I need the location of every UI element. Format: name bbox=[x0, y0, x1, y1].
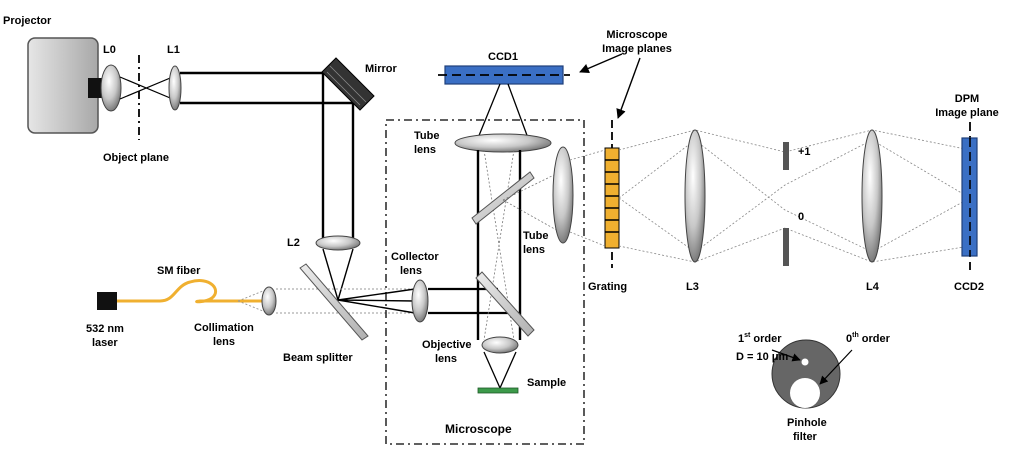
label-collimation-1: Collimation bbox=[194, 322, 254, 334]
collimation-lens bbox=[261, 286, 277, 316]
upper-beam-splitter bbox=[471, 171, 535, 225]
label-objective-1: Objective bbox=[422, 339, 472, 351]
label-l2: L2 bbox=[287, 237, 300, 249]
label-projector: Projector bbox=[3, 15, 52, 27]
label-ccd2: CCD2 bbox=[954, 281, 984, 293]
lens-l0 bbox=[100, 64, 122, 112]
label-collector-2: lens bbox=[400, 265, 422, 277]
arrow-to-image-plane bbox=[616, 57, 641, 119]
label-ccd1: CCD1 bbox=[488, 51, 518, 63]
beam-righttube-grating bbox=[569, 149, 606, 247]
pinhole-large bbox=[790, 378, 820, 408]
label-beam-splitter: Beam splitter bbox=[283, 352, 353, 364]
label-objective-2: lens bbox=[435, 353, 457, 365]
label-microscope: Microscope bbox=[445, 422, 512, 436]
label-tube-lens-right-2: lens bbox=[523, 244, 545, 256]
label-sm-fiber: SM fiber bbox=[157, 265, 201, 277]
label-tube-lens-top-1: Tube bbox=[414, 130, 439, 142]
label-mirror: Mirror bbox=[365, 63, 398, 75]
projector-lens-mount bbox=[88, 78, 102, 98]
label-pinhole-diameter: D = 10 μm bbox=[736, 351, 789, 363]
dpm-beams-1 bbox=[618, 129, 971, 153]
arrow-first-order bbox=[771, 349, 801, 362]
beam-fiber-collimation bbox=[237, 288, 269, 314]
label-dpm-2: Image plane bbox=[935, 107, 999, 119]
lens-l4 bbox=[861, 129, 883, 263]
label-l1: L1 bbox=[167, 44, 180, 56]
label-image-planes-2: Image planes bbox=[602, 43, 672, 55]
label-l4: L4 bbox=[866, 281, 880, 293]
lens-l1 bbox=[168, 65, 182, 111]
label-object-plane: Object plane bbox=[103, 152, 169, 164]
label-pinhole-1: Pinhole bbox=[787, 417, 827, 429]
label-first-order: 1st order bbox=[738, 332, 782, 345]
label-pinhole-2: filter bbox=[793, 431, 818, 443]
label-laser-2: laser bbox=[92, 337, 118, 349]
label-collimation-2: lens bbox=[213, 336, 235, 348]
mirror-hatch bbox=[326, 65, 367, 106]
label-dpm-1: DPM bbox=[955, 93, 979, 105]
sample-slide bbox=[477, 387, 519, 394]
beam-projector-cross bbox=[119, 75, 176, 101]
dpm-beams-4 bbox=[618, 139, 971, 253]
label-laser-1: 532 nm bbox=[86, 323, 124, 335]
grating-lines bbox=[605, 159, 619, 233]
beam-objective-sample bbox=[483, 351, 517, 390]
label-sample: Sample bbox=[527, 377, 566, 389]
ccd1 bbox=[444, 65, 564, 85]
lens-l2 bbox=[315, 235, 361, 251]
label-tube-lens-top-2: lens bbox=[414, 144, 436, 156]
beam-splitter bbox=[299, 263, 369, 341]
dpm-beams-2 bbox=[618, 227, 971, 263]
label-grating: Grating bbox=[588, 281, 627, 293]
tube-lens-top bbox=[454, 133, 552, 153]
grating bbox=[604, 147, 620, 249]
label-order-zero: 0 bbox=[798, 211, 804, 223]
arrow-zeroth-order bbox=[819, 349, 853, 385]
pinhole-filter bbox=[771, 339, 841, 409]
laser-source bbox=[97, 292, 117, 310]
beam-ccd1-tubelens bbox=[477, 83, 529, 139]
lens-l3 bbox=[684, 129, 706, 263]
dpm-beams-3 bbox=[618, 139, 971, 253]
label-order-plus1: +1 bbox=[798, 146, 811, 158]
beam-splitter-righttube bbox=[502, 171, 561, 233]
label-collector-1: Collector bbox=[391, 251, 439, 263]
objective-lens bbox=[481, 336, 519, 354]
label-l3: L3 bbox=[686, 281, 699, 293]
pinhole-small bbox=[801, 358, 809, 366]
arrow-to-ccd1 bbox=[579, 53, 623, 74]
lower-beam-splitter bbox=[475, 271, 535, 337]
label-l0: L0 bbox=[103, 44, 116, 56]
pinhole-block-bottom bbox=[783, 228, 789, 266]
sm-fiber bbox=[117, 279, 268, 304]
projector-body bbox=[27, 37, 99, 134]
beam-bs-collector bbox=[337, 288, 416, 314]
microscope-box bbox=[385, 119, 585, 445]
label-zeroth-order: 0th order bbox=[846, 332, 891, 345]
collector-lens bbox=[411, 279, 429, 323]
pinhole-block-top bbox=[783, 142, 789, 170]
tube-lens-right bbox=[552, 146, 574, 244]
label-tube-lens-right-1: Tube bbox=[523, 230, 548, 242]
label-image-planes-1: Microscope bbox=[606, 29, 667, 41]
